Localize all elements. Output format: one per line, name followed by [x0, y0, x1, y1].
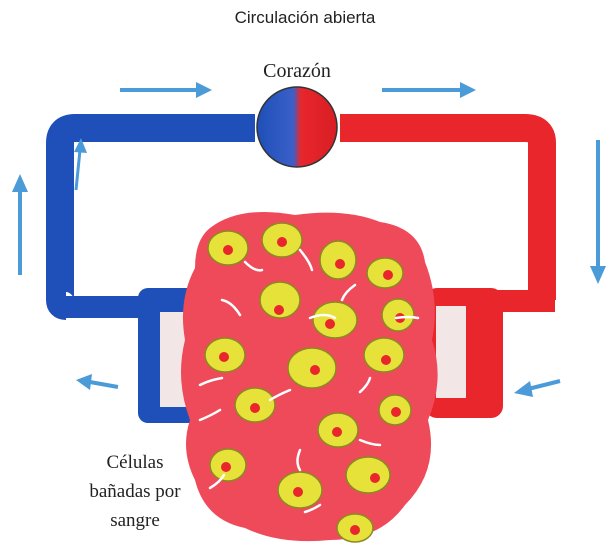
cell — [208, 231, 248, 265]
cell — [288, 348, 336, 388]
arrow-right-top-left — [120, 82, 212, 98]
heart-label: Corazón — [263, 60, 331, 82]
cell — [313, 302, 357, 338]
cell — [235, 388, 275, 422]
arrow-down-right — [590, 140, 606, 284]
cell — [278, 472, 322, 508]
cell — [337, 514, 373, 542]
cell — [346, 457, 390, 493]
arrow-left-bottom-right — [514, 381, 560, 397]
cells-label-line2: bañadas por — [89, 481, 181, 502]
cell — [318, 413, 358, 447]
cell — [260, 282, 300, 318]
arrow-right-top-right — [382, 82, 476, 98]
cells-label-line1: Células — [107, 452, 164, 473]
cell — [382, 299, 414, 331]
cell — [364, 338, 404, 372]
red-chamber-opening — [436, 306, 466, 398]
cell — [379, 395, 411, 425]
cell — [205, 338, 245, 372]
flow-arrow — [396, 317, 418, 318]
cells-label-line3: sangre — [110, 510, 160, 531]
cell — [262, 223, 302, 257]
arrow-up-left — [12, 174, 28, 275]
cell — [367, 258, 403, 288]
heart — [257, 87, 337, 167]
cell — [210, 449, 246, 481]
arrow-left-bottom-left — [76, 374, 118, 390]
arrow-up-inner-left — [74, 138, 87, 190]
cell — [320, 241, 356, 279]
